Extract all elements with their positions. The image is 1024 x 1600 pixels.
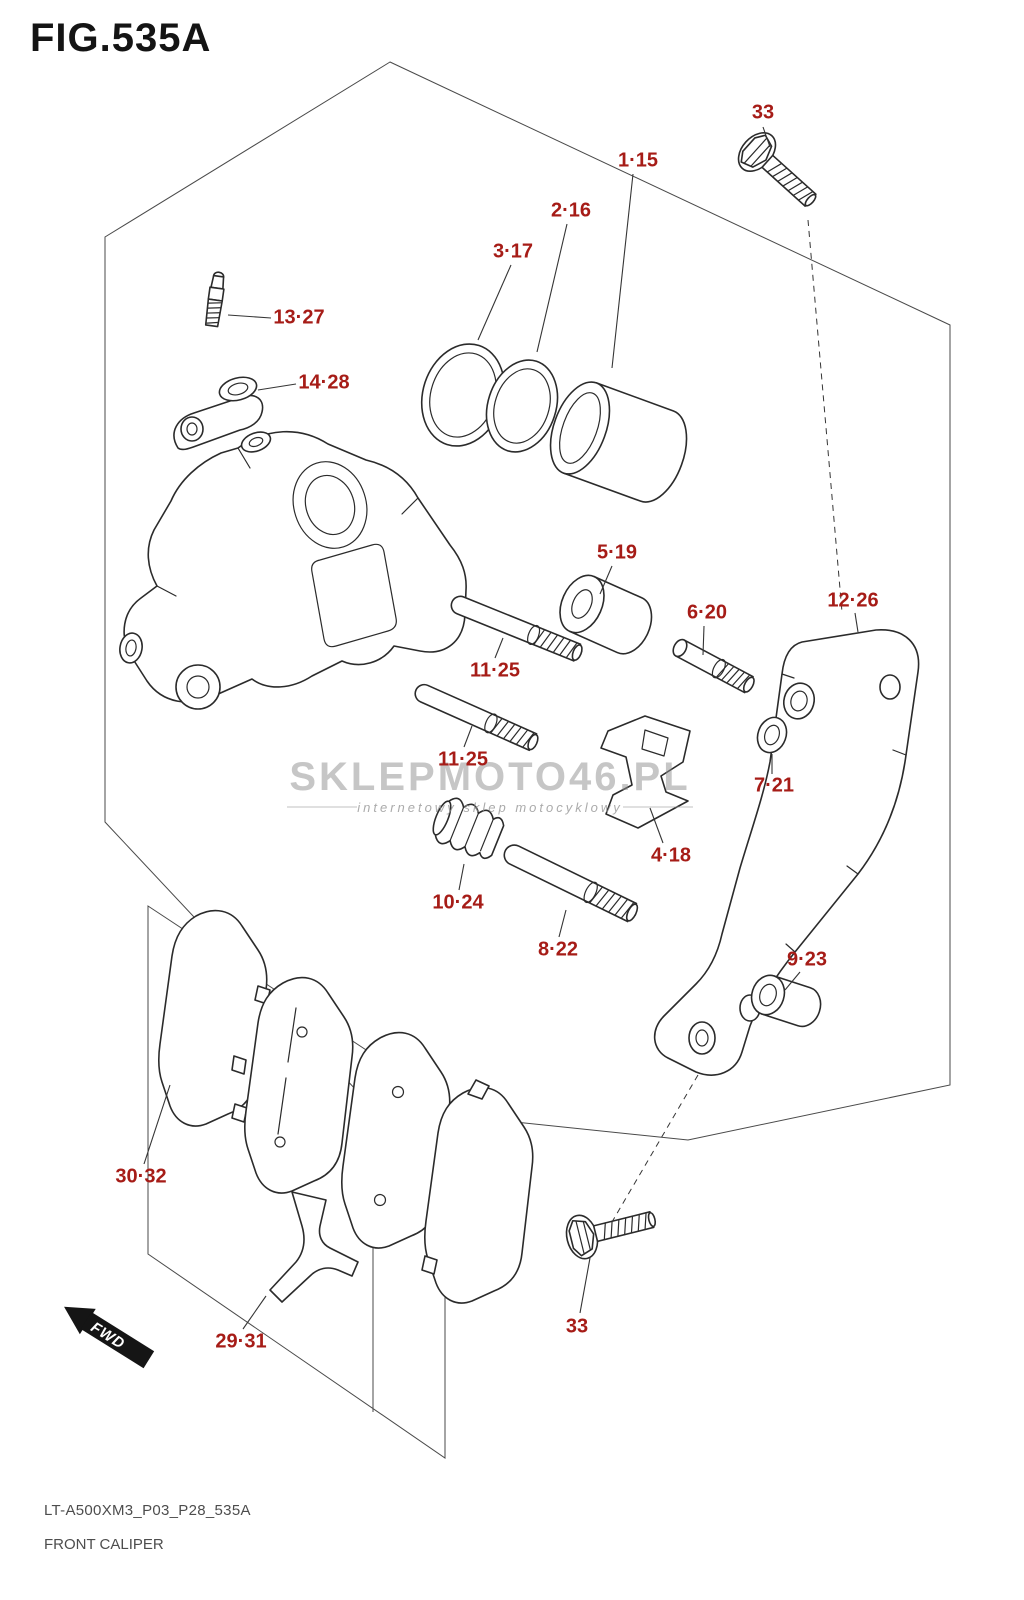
callout-12-26: 12·26 bbox=[827, 589, 879, 612]
callout-11-25a: 11·25 bbox=[469, 659, 521, 682]
callout-33-top: 33 bbox=[751, 101, 775, 124]
footer-part-code: LT-A500XM3_P03_P28_535A bbox=[44, 1502, 251, 1519]
watermark-subtitle: internetowy sklep motocyklowy bbox=[357, 800, 622, 815]
caliper-body bbox=[119, 271, 467, 710]
callout-29-31: 29·31 bbox=[215, 1330, 267, 1353]
caliper-bracket bbox=[653, 629, 920, 1076]
callout-1-15: 1·15 bbox=[617, 149, 659, 172]
callout-30-32: 30·32 bbox=[115, 1165, 167, 1188]
bushing-9 bbox=[750, 974, 822, 1028]
leader-lines bbox=[143, 126, 859, 1330]
callout-9-23: 9·23 bbox=[786, 948, 828, 971]
footer: LT-A500XM3_P03_P28_535A FRONT CALIPER bbox=[44, 1502, 251, 1553]
mount-bolt-bottom bbox=[565, 1211, 657, 1260]
callout-14-28: 14·28 bbox=[298, 371, 350, 394]
washer-7 bbox=[756, 716, 788, 754]
callout-10-24: 10·24 bbox=[432, 891, 484, 914]
callout-8-22: 8·22 bbox=[537, 938, 579, 961]
callout-3-17: 3·17 bbox=[492, 240, 534, 263]
figure-title: FIG.535A bbox=[30, 16, 212, 60]
callout-2-16: 2·16 bbox=[550, 199, 592, 222]
pad-spring bbox=[600, 715, 691, 829]
pin-boot-5 bbox=[559, 574, 653, 655]
cap-14 bbox=[218, 376, 258, 402]
pad-outer-plate-2 bbox=[423, 1086, 534, 1304]
dust-seal bbox=[485, 359, 559, 453]
fwd-arrow: FWD bbox=[64, 1306, 155, 1369]
pad-pin bbox=[503, 844, 639, 923]
callout-7-21: 7·21 bbox=[753, 774, 795, 797]
pin-bolt-6 bbox=[672, 638, 755, 694]
callout-33-bottom: 33 bbox=[565, 1315, 589, 1338]
watermark-title: SKLEPMOTO46.PL bbox=[289, 755, 690, 799]
callout-5-19: 5·19 bbox=[596, 541, 638, 564]
callout-6-20: 6·20 bbox=[686, 601, 728, 624]
watermark: SKLEPMOTO46.PL internetowy sklep motocyk… bbox=[287, 755, 693, 815]
callout-4-18: 4·18 bbox=[650, 844, 692, 867]
slide-pin-upper bbox=[450, 595, 583, 662]
pad-wear-fork bbox=[269, 1191, 359, 1303]
slide-pin-lower bbox=[414, 683, 539, 752]
bellows-boot bbox=[432, 797, 505, 860]
pad-inner-shim bbox=[243, 976, 354, 1194]
pad-friction bbox=[340, 1031, 451, 1249]
callout-13-27: 13·27 bbox=[273, 306, 325, 329]
mount-bolt-top bbox=[737, 132, 817, 207]
caliper-piston bbox=[549, 381, 688, 503]
footer-caption: FRONT CALIPER bbox=[44, 1536, 164, 1553]
callout-11-25b: 11·25 bbox=[437, 748, 489, 771]
bleeder-valve bbox=[204, 271, 225, 328]
brake-pads bbox=[157, 909, 534, 1304]
